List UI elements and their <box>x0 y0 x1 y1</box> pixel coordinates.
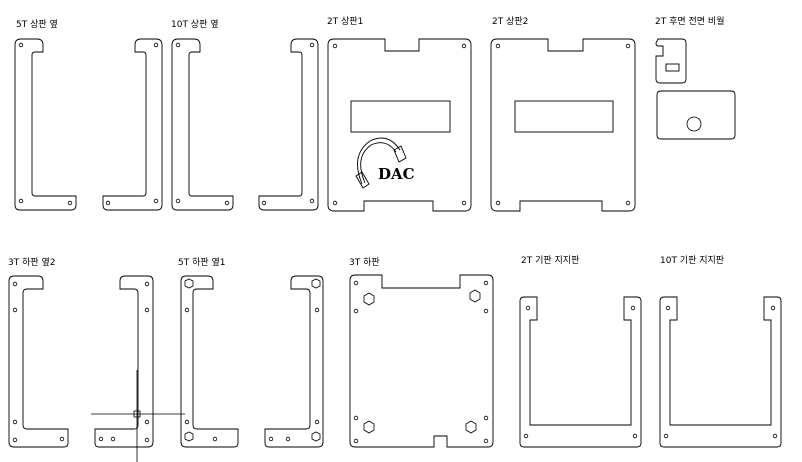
headphone-logo <box>355 137 407 189</box>
part-2t-front-cover <box>656 90 736 140</box>
part-10t-top-side-right <box>258 38 319 211</box>
part-5t-bottom-side-left <box>180 275 239 448</box>
part-3t-bottom-plate <box>349 274 494 448</box>
part-5t-bottom-side-right <box>264 275 324 448</box>
crosshair-marker <box>91 370 185 462</box>
label-10t-board-support: 10T 기판 지지판 <box>660 256 725 266</box>
part-2t-top-plate-1: DAC <box>327 38 472 212</box>
part-5t-top-side-right <box>102 38 163 211</box>
part-5t-top-side-left <box>14 38 77 211</box>
part-3t-bottom-side-left <box>8 275 69 448</box>
part-2t-top-plate-2 <box>490 38 636 212</box>
part-2t-rear-small-cover <box>655 38 687 84</box>
logo-text: DAC <box>378 165 415 183</box>
label-2t-rear-cover: 2T 후면 전면 비월 <box>655 17 725 27</box>
label-2t-top-plate-2: 2T 상판2 <box>492 17 529 27</box>
part-10t-board-support <box>659 296 782 448</box>
label-2t-top-plate-1: 2T 상판1 <box>327 17 364 27</box>
part-3t-bottom-side-right <box>94 275 154 448</box>
label-10t-top-side: 10T 상판 옆 <box>171 20 219 30</box>
part-2t-board-support <box>519 296 642 448</box>
label-5t-bottom-side-1: 5T 하판 옆1 <box>178 258 226 268</box>
label-3t-bottom-plate: 3T 하판 <box>349 258 380 268</box>
label-2t-board-support: 2T 기판 지지판 <box>521 256 580 266</box>
label-5t-top-side: 5T 상판 옆 <box>16 20 58 30</box>
label-3t-bottom-side-2: 3T 하판 옆2 <box>8 258 56 268</box>
part-10t-top-side-left <box>171 38 234 211</box>
